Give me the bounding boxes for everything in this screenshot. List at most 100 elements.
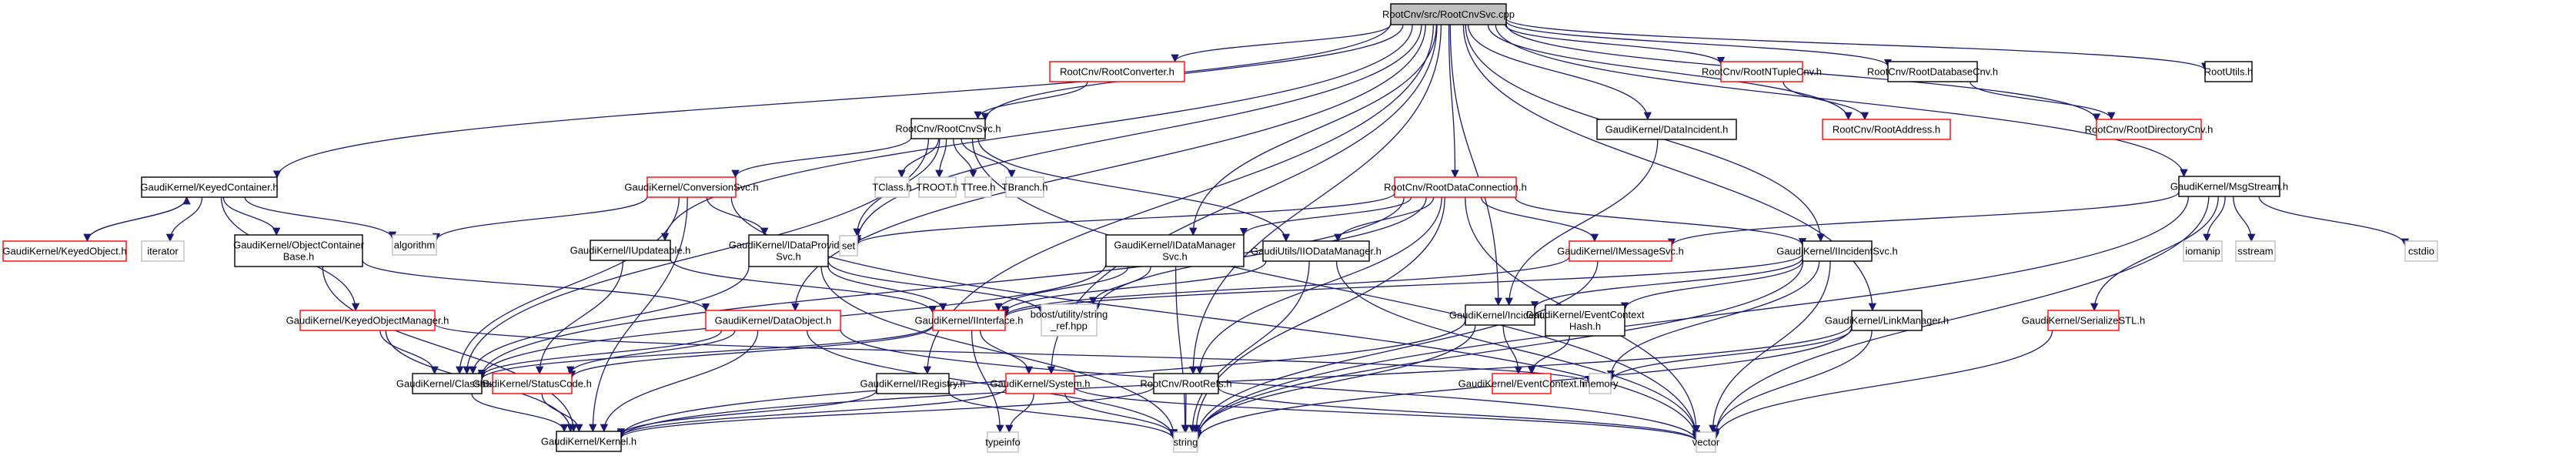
node-box (299, 310, 436, 331)
node-keyed-object-manager[interactable]: GaudiKernel/KeyedObjectManager.h (286, 310, 449, 331)
node-root-refs[interactable]: RootCnv/RootRefs.h (1140, 373, 1232, 394)
node-root-utils[interactable]: RootUtils.h (2204, 61, 2254, 82)
edge-StatusCode-to-Kernel (541, 393, 583, 433)
node-label: RootCnv/RootCnvSvc.h (895, 123, 1001, 135)
edge-IInterface-to-ClassID (477, 324, 934, 381)
node-iupdateable[interactable]: GaudiKernel/IUpdateable.h (570, 240, 691, 261)
node-system[interactable]: GaudiKernel/System.h (990, 373, 1091, 394)
node-imessage-svc[interactable]: GaudiKernel/IMessageSvc.h (1557, 240, 1684, 262)
node-box (705, 310, 841, 331)
edge-root-to-RootNTupleCnv (1505, 24, 1726, 65)
node-box (1041, 303, 1098, 337)
node-iinterface[interactable]: GaudiKernel/IInterface.h (915, 310, 1024, 331)
node-tclass[interactable]: TClass.h (872, 176, 912, 198)
node-event-context[interactable]: GaudiKernel/EventContext.h (1458, 373, 1585, 394)
node-box (1049, 61, 1185, 82)
edge-ObjectContainerBase-to-DataObject (362, 260, 710, 312)
node-tbranch[interactable]: TBranch.h (1002, 176, 1048, 198)
node-iomanip[interactable]: iomanip (2183, 240, 2223, 262)
node-cstdio[interactable]: cstdio (2404, 240, 2438, 262)
node-iiodata-manager[interactable]: GaudiUtils/IIODataManager.h (1251, 240, 1382, 262)
edge-RootRefs-to-vector (1218, 387, 1701, 442)
node-class-id[interactable]: GaudiKernel/ClassID.h (396, 373, 498, 394)
node-iincident-svc[interactable]: GaudiKernel/IIncidentSvc.h (1776, 240, 1898, 262)
node-vector[interactable]: vector (1692, 431, 1720, 453)
node-label: GaudiKernel/ObjectContainer (233, 240, 364, 251)
node-root-ntuple-cnv[interactable]: RootCnv/RootNTupleCnv.h (1702, 61, 1822, 82)
node-label: GaudiKernel/IMessageSvc.h (1557, 246, 1684, 257)
edge-root-to-RootConverter (1171, 24, 1392, 63)
edge-KeyedContainer-to-algorithm (244, 196, 397, 240)
edge-RootCnvSvc-to-TClass (897, 138, 940, 179)
node-root-cnv-svc[interactable]: RootCnv/RootCnvSvc.h (895, 118, 1001, 139)
node-box (1545, 304, 1625, 337)
node-label: RootUtils.h (2204, 66, 2254, 78)
node-label: GaudiKernel/KeyedContainer.h (140, 182, 278, 193)
edge-ConversionSvc-to-ClassID (456, 196, 680, 375)
node-memory[interactable]: memory (1582, 373, 1619, 394)
node-box (1005, 373, 1075, 394)
node-label: typeinfo (985, 437, 1021, 448)
node-label: Svc.h (776, 251, 801, 263)
edge-System-to-string (1064, 393, 1178, 438)
node-box (1851, 310, 1923, 331)
edge-RootDataConnection-to-boost (1092, 196, 1427, 312)
node-keyed-object[interactable]: GaudiKernel/KeyedObject.h (2, 240, 127, 262)
node-box (647, 176, 737, 198)
edge-DataObject-to-string (806, 330, 1178, 440)
node-label: GaudiKernel/EventContext.h (1458, 378, 1585, 390)
node-box (234, 234, 363, 267)
node-boost[interactable]: boost/utility/string_ref.hpp (1031, 303, 1108, 337)
edge-MsgStream-to-SerializeSTL (2090, 196, 2219, 312)
edge-LinkManager-to-Kernel (617, 324, 1853, 440)
edge-IRegistry-to-Kernel (616, 390, 877, 437)
edge-KeyedObject-to-KeyedContainer (86, 196, 191, 242)
edge-MsgStream-to-sstream (2233, 196, 2256, 243)
edge-root-to-IDataManagerSvc (1189, 24, 1438, 236)
node-link-manager[interactable]: GaudiKernel/LinkManager.h (1825, 310, 1949, 331)
node-incident[interactable]: GaudiKernel/Incident.h (1449, 304, 1551, 326)
edge-IDataProviderSvc-to-ClassID (469, 266, 750, 375)
edge-RootCnvSvc-to-ClassID (463, 138, 930, 375)
edge-RootDatabaseCnv-to-RootDirectoryCnv (1970, 81, 2116, 121)
node-root-data-connection[interactable]: RootCnv/RootDataConnection.h (1384, 176, 1527, 198)
node-sstream[interactable]: sstream (2235, 240, 2276, 262)
node-box (932, 310, 1006, 331)
edge-IDataProviderSvc-to-string (820, 266, 1178, 438)
node-box (590, 240, 671, 261)
node-label: iterator (147, 246, 179, 257)
node-typeinfo[interactable]: typeinfo (985, 431, 1021, 453)
node-box (2204, 61, 2253, 82)
node-root-directory-cnv[interactable]: RootCnv/RootDirectoryCnv.h (2085, 119, 2213, 140)
node-root-converter[interactable]: RootCnv/RootConverter.h (1049, 61, 1185, 82)
node-msg-stream[interactable]: GaudiKernel/MsgStream.h (2170, 176, 2288, 197)
node-kernel[interactable]: GaudiKernel/Kernel.h (541, 431, 636, 452)
node-ttree[interactable]: TTree.h (961, 176, 996, 198)
node-string[interactable]: string (1173, 431, 1198, 453)
node-iregistry[interactable]: GaudiKernel/IRegistry.h (860, 373, 966, 394)
node-root[interactable]: RootCnv/src/RootCnvSvc.cpp (1382, 3, 1515, 25)
node-box (556, 431, 622, 452)
node-data-object[interactable]: GaudiKernel/DataObject.h (705, 310, 841, 331)
node-troot[interactable]: TROOT.h (917, 176, 959, 198)
edge-System-to-vector (1074, 386, 1700, 442)
node-label: TBranch.h (1002, 182, 1048, 193)
node-root-database-cnv[interactable]: RootCnv/RootDatabaseCnv.h (1867, 61, 1998, 82)
node-box (1173, 431, 1198, 453)
node-box (492, 373, 573, 394)
node-iterator[interactable]: iterator (141, 240, 185, 262)
node-keyed-container[interactable]: GaudiKernel/KeyedContainer.h (140, 176, 279, 198)
node-serialize-stl[interactable]: GaudiKernel/SerializeSTL.h (2022, 310, 2145, 331)
node-conversion-svc[interactable]: GaudiKernel/ConversionSvc.h (624, 176, 759, 198)
edge-root-to-IRegistry (923, 24, 1435, 375)
node-root-address[interactable]: RootCnv/RootAddress.h (1822, 119, 1951, 140)
node-set[interactable]: set (839, 235, 858, 256)
node-box (1262, 240, 1370, 262)
node-status-code[interactable]: GaudiKernel/StatusCode.h (473, 373, 592, 394)
node-algorithm[interactable]: algorithm (392, 234, 437, 256)
node-data-incident[interactable]: GaudiKernel/DataIncident.h (1596, 119, 1737, 140)
